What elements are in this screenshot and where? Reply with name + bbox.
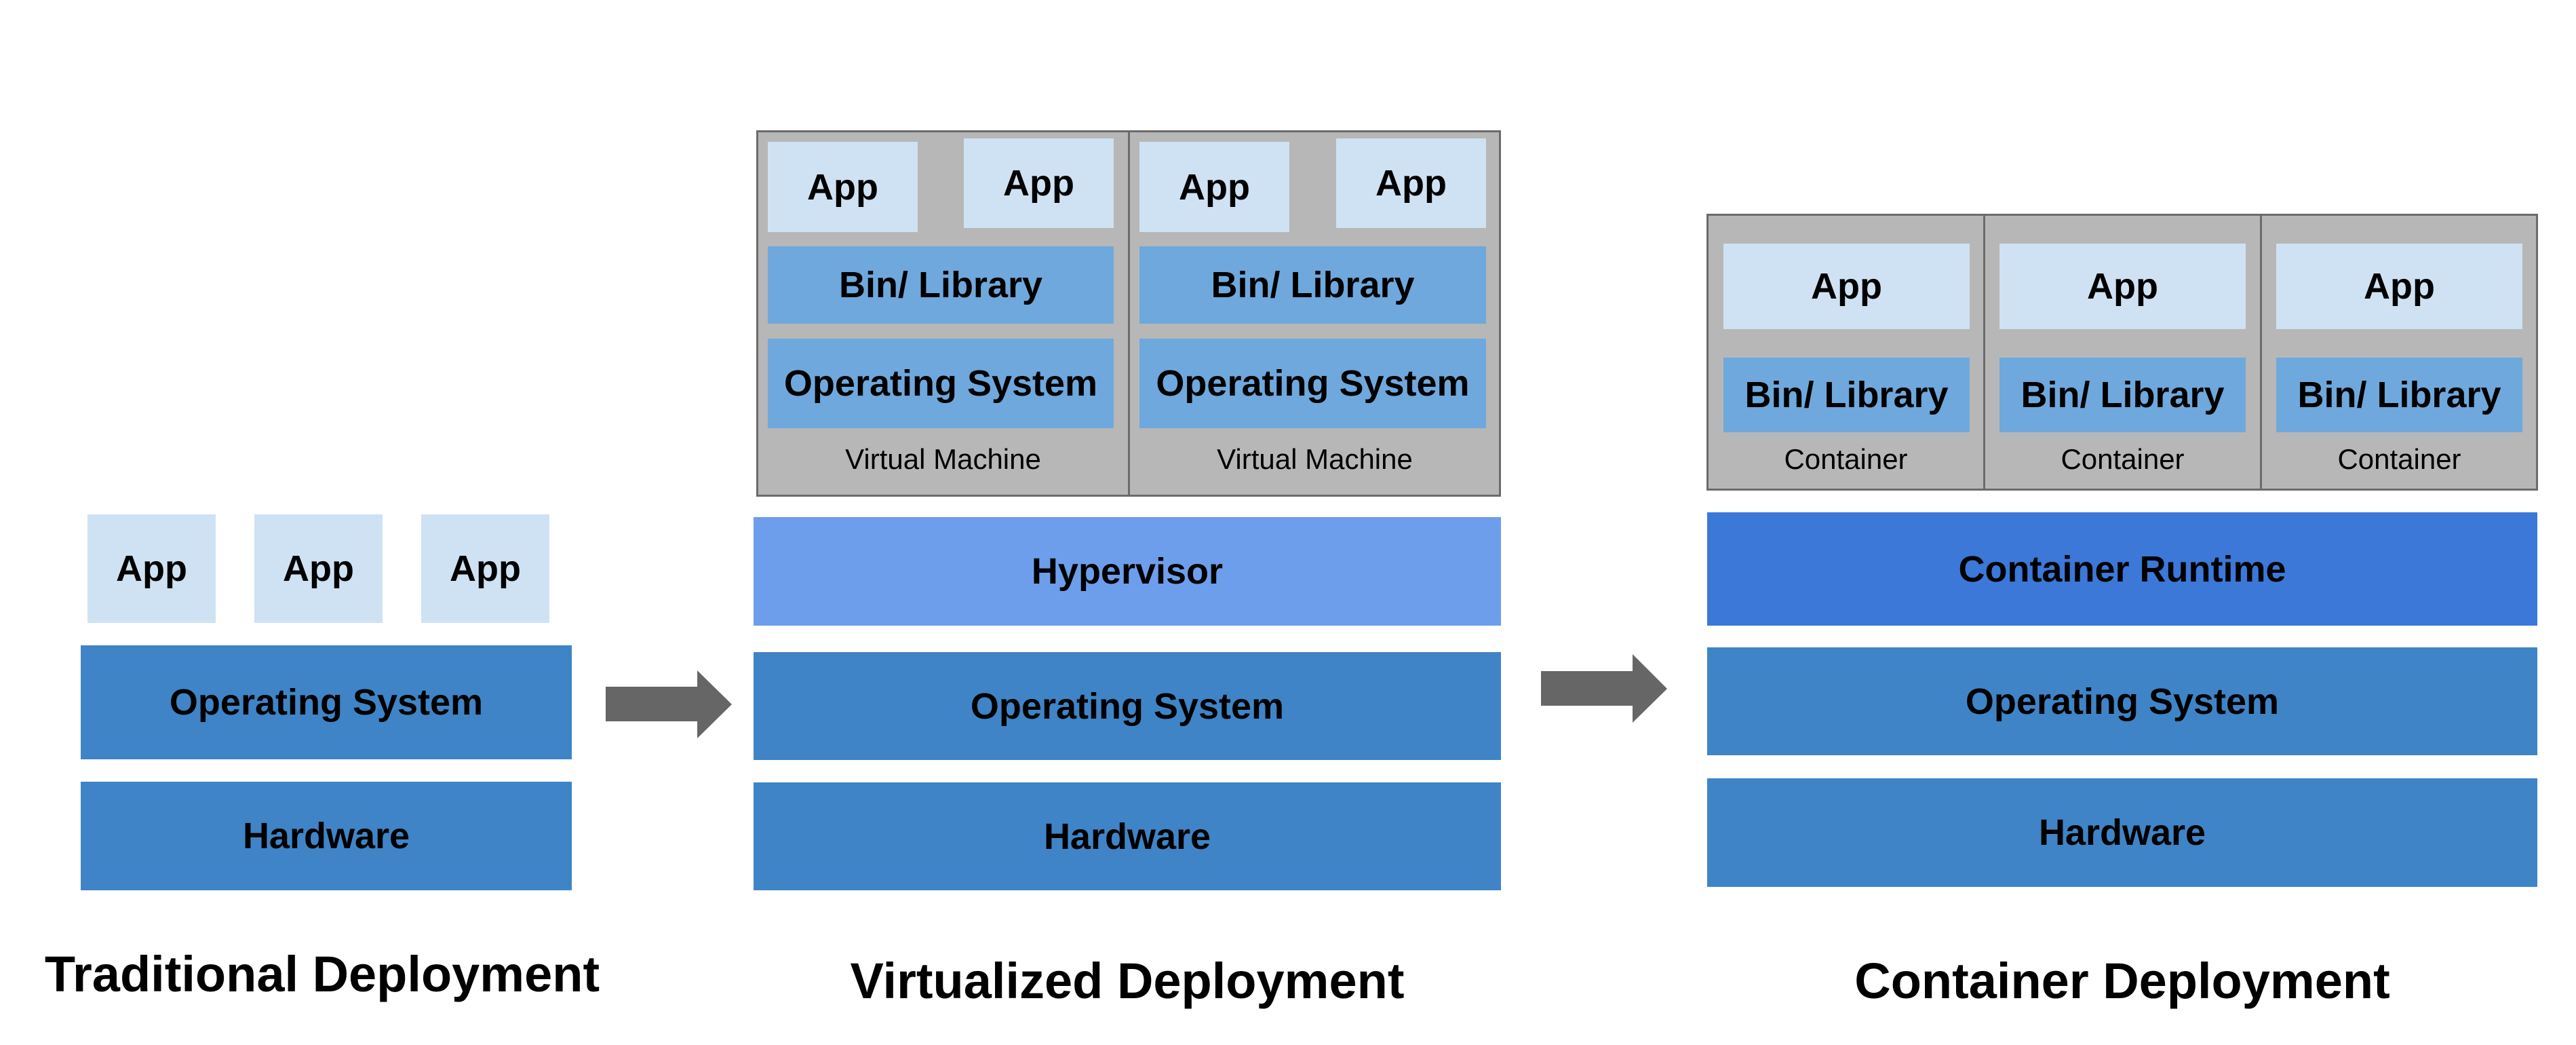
traditional-hardware-layer: Hardware (81, 782, 572, 890)
container2-library-layer: Bin/ Library (1999, 358, 2246, 432)
os-label: Operating System (1965, 681, 2280, 722)
hardware-label: Hardware (242, 816, 410, 856)
container-os-layer: Operating System (1707, 647, 2537, 755)
hypervisor-label: Hypervisor (1031, 551, 1224, 592)
container3-app: App (2276, 244, 2522, 329)
container1-library-layer: Bin/ Library (1723, 358, 1970, 432)
app-label: App (1811, 266, 1882, 307)
os-label: Operating System (169, 682, 484, 723)
vm1-library-layer: Bin/ Library (768, 246, 1114, 324)
app-label: App (1179, 166, 1250, 208)
container-divider-2 (2260, 214, 2262, 491)
container2-label: Container (2061, 443, 2185, 475)
container1-label: Container (1784, 443, 1908, 475)
hardware-label: Hardware (1043, 816, 1211, 857)
traditional-app-3: App (421, 514, 549, 623)
container2-app: App (1999, 244, 2246, 329)
app-label: App (116, 548, 187, 589)
vm1-app-2: App (964, 138, 1114, 228)
app-label: App (283, 548, 354, 589)
virtualized-deployment-title: Virtualized Deployment (850, 952, 1405, 1009)
container1-app: App (1723, 244, 1970, 329)
vm2-label: Virtual Machine (1217, 443, 1413, 475)
library-label: Bin/ Library (838, 265, 1043, 305)
traditional-deployment-title: Traditional Deployment (44, 945, 600, 1002)
vm1-label: Virtual Machine (845, 443, 1041, 475)
os-label: Operating System (970, 685, 1285, 727)
vm2-os-layer: Operating System (1139, 339, 1486, 428)
container3-label: Container (2337, 443, 2461, 475)
app-label: App (2087, 266, 2158, 307)
library-label: Bin/ Library (2297, 375, 2501, 415)
arrow-right-icon (606, 670, 732, 738)
container3-library-layer: Bin/ Library (2276, 358, 2522, 432)
library-label: Bin/ Library (1744, 375, 1949, 415)
container-runtime-layer: Container Runtime (1707, 512, 2537, 626)
app-label: App (2364, 266, 2435, 307)
app-label: App (1003, 163, 1074, 204)
vm1-os-layer: Operating System (768, 339, 1114, 428)
traditional-os-layer: Operating System (81, 645, 572, 759)
app-label: App (1375, 163, 1447, 204)
vm2-library-layer: Bin/ Library (1139, 246, 1486, 324)
virtualized-hardware-layer: Hardware (754, 782, 1501, 890)
arrow-shape (606, 670, 732, 738)
vm2-app-1: App (1139, 142, 1289, 232)
arrow-shape (1541, 654, 1667, 723)
app-label: App (450, 548, 521, 589)
vm2-app-2: App (1336, 138, 1486, 228)
hypervisor-layer: Hypervisor (754, 517, 1501, 626)
hardware-label: Hardware (2038, 812, 2206, 853)
app-label: App (807, 166, 878, 208)
vm-divider (1128, 130, 1130, 497)
library-label: Bin/ Library (1211, 265, 1415, 305)
container-hardware-layer: Hardware (1707, 778, 2537, 887)
container-deployment-title: Container Deployment (1854, 952, 2390, 1009)
traditional-app-1: App (87, 514, 216, 623)
container-divider-1 (1983, 214, 1985, 491)
arrow-right-icon (1541, 654, 1667, 723)
vm1-app-1: App (768, 142, 918, 232)
os-label: Operating System (1156, 363, 1470, 404)
traditional-app-2: App (254, 514, 383, 623)
os-label: Operating System (783, 363, 1098, 404)
runtime-label: Container Runtime (1958, 548, 2286, 590)
virtualized-os-layer: Operating System (754, 652, 1501, 760)
library-label: Bin/ Library (2021, 375, 2225, 415)
